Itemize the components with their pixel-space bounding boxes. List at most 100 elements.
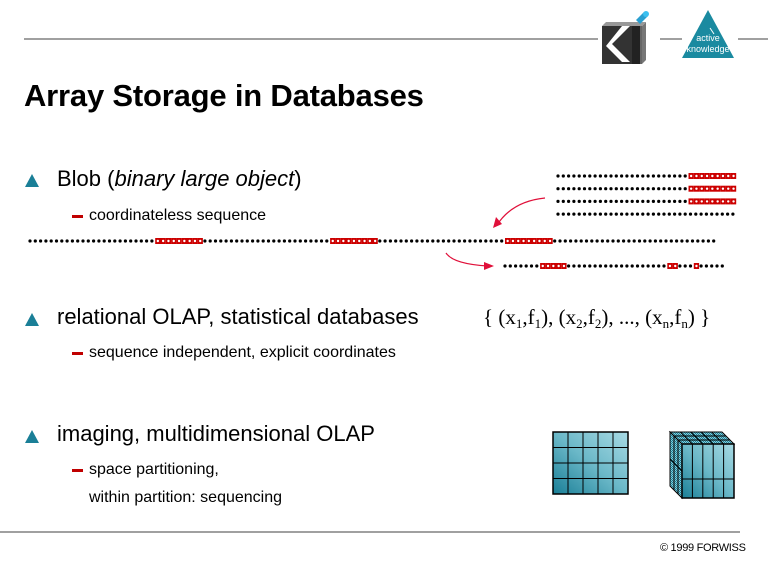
dot bbox=[694, 212, 698, 216]
dot bbox=[213, 239, 218, 243]
arrow-curve-left-icon bbox=[496, 197, 546, 226]
highlight-mark bbox=[176, 238, 182, 244]
dot bbox=[561, 187, 565, 191]
dot bbox=[519, 264, 523, 268]
highlight-mark bbox=[693, 263, 700, 269]
formula-x: x bbox=[505, 305, 516, 329]
3d-partition-cube bbox=[668, 430, 736, 500]
formula-f: f bbox=[527, 305, 535, 329]
highlight-mark bbox=[709, 198, 715, 205]
dot bbox=[641, 187, 645, 191]
dot bbox=[604, 212, 608, 216]
dot bbox=[609, 174, 613, 178]
dot bbox=[577, 212, 581, 216]
highlight-mark bbox=[709, 173, 715, 179]
highlight-mark bbox=[520, 238, 527, 244]
blob-matrix bbox=[556, 173, 737, 216]
dot bbox=[256, 239, 260, 243]
formula-f: f bbox=[674, 305, 682, 329]
highlight-mark bbox=[688, 198, 694, 205]
dot bbox=[70, 239, 74, 243]
dot bbox=[229, 239, 233, 243]
dot bbox=[582, 264, 587, 268]
dot bbox=[604, 174, 608, 178]
dot bbox=[574, 239, 578, 243]
dot bbox=[584, 239, 589, 243]
dot bbox=[561, 212, 565, 216]
dot bbox=[625, 264, 629, 268]
dot bbox=[680, 239, 684, 243]
highlight-mark bbox=[715, 173, 721, 179]
highlight-mark bbox=[346, 238, 352, 244]
dot bbox=[563, 239, 567, 243]
dot bbox=[76, 239, 80, 243]
dot bbox=[508, 264, 512, 268]
dot bbox=[388, 239, 392, 243]
arrow-head-right-icon bbox=[484, 262, 494, 270]
formula-sub: 2 bbox=[576, 316, 583, 331]
dot bbox=[598, 212, 603, 216]
dot bbox=[651, 187, 656, 191]
dot bbox=[609, 187, 613, 191]
dot bbox=[113, 239, 117, 243]
dot bbox=[28, 239, 32, 243]
dot bbox=[399, 239, 403, 243]
dot bbox=[514, 264, 518, 268]
formula-x: x bbox=[565, 305, 577, 329]
highlight-mark bbox=[351, 238, 357, 244]
dot bbox=[118, 239, 122, 243]
dot bbox=[690, 239, 695, 243]
dot bbox=[646, 199, 650, 203]
dot bbox=[614, 264, 618, 268]
dot bbox=[662, 187, 666, 191]
dot bbox=[394, 239, 398, 243]
dot bbox=[662, 199, 666, 203]
dot bbox=[86, 239, 90, 243]
logo-text-knowledge: knowledge bbox=[686, 44, 729, 54]
highlight-mark bbox=[693, 185, 700, 192]
dot bbox=[683, 174, 687, 178]
dot bbox=[662, 264, 666, 268]
dot bbox=[494, 239, 498, 243]
dot bbox=[598, 199, 603, 203]
highlight-mark bbox=[526, 238, 532, 244]
dot bbox=[500, 239, 504, 243]
cube-side-line bbox=[669, 458, 683, 472]
dot bbox=[54, 239, 59, 243]
dot bbox=[478, 239, 483, 243]
highlight-mark bbox=[704, 198, 710, 205]
dot bbox=[572, 199, 576, 203]
grid-cell bbox=[612, 478, 629, 495]
bullet-3-text: imaging, multidimensional OLAP bbox=[57, 421, 375, 446]
bullet-1-part-1: Blob ( bbox=[57, 166, 115, 191]
dot bbox=[696, 239, 700, 243]
dot bbox=[667, 212, 671, 216]
dot bbox=[593, 174, 597, 178]
highlight-mark bbox=[725, 185, 731, 192]
dot bbox=[129, 239, 133, 243]
dot bbox=[657, 212, 661, 216]
dot bbox=[620, 264, 624, 268]
highlight-mark bbox=[372, 238, 378, 244]
highlight-mark bbox=[356, 238, 362, 244]
highlight-mark bbox=[693, 198, 700, 205]
dot bbox=[39, 239, 43, 243]
dot bbox=[139, 239, 143, 243]
dot bbox=[123, 239, 127, 243]
dot bbox=[588, 199, 592, 203]
dot bbox=[620, 212, 624, 216]
dot bbox=[97, 239, 101, 243]
dot bbox=[657, 174, 661, 178]
dot bbox=[145, 239, 149, 243]
dot bbox=[572, 174, 576, 178]
header-rule-right bbox=[738, 38, 768, 40]
dot bbox=[657, 199, 661, 203]
dot bbox=[319, 239, 324, 243]
dot bbox=[659, 239, 663, 243]
dot bbox=[378, 239, 382, 243]
dot bbox=[572, 264, 576, 268]
dot bbox=[579, 239, 583, 243]
dot bbox=[314, 239, 318, 243]
dot bbox=[630, 174, 634, 178]
page-title: Array Storage in Databases bbox=[24, 78, 424, 113]
